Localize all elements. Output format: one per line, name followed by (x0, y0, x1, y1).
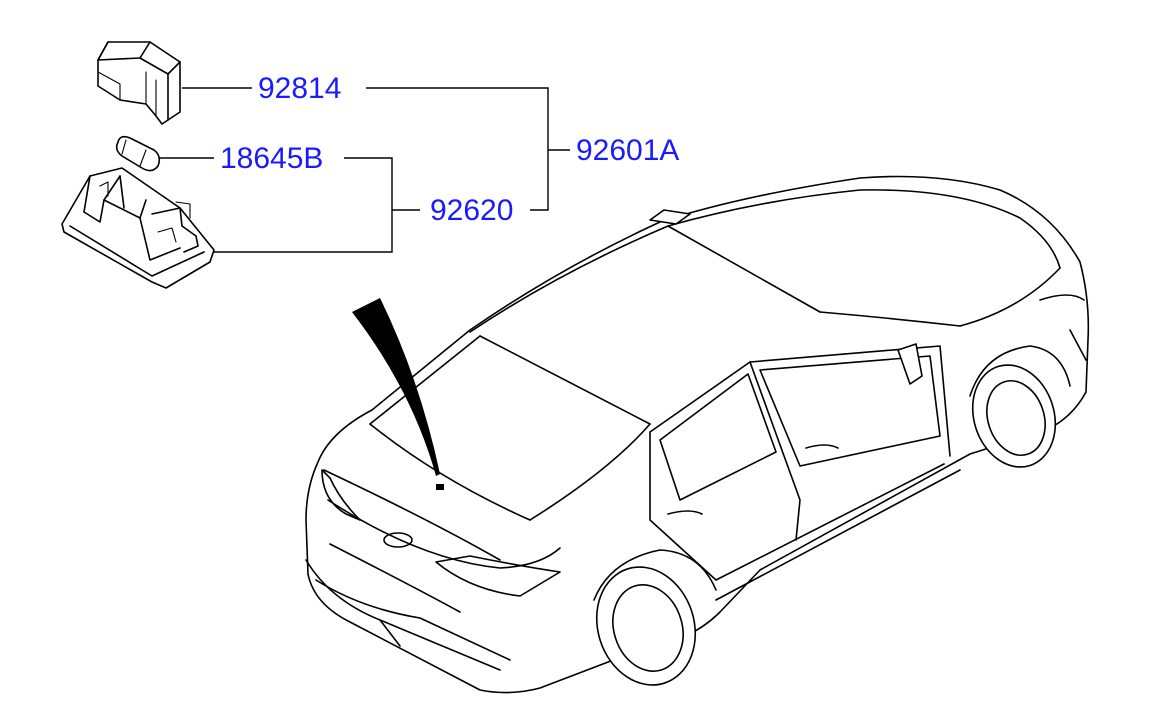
car-illustration (305, 175, 1090, 694)
lamp-housing-part-drawing (61, 167, 215, 289)
bulb-part-drawing (115, 135, 161, 172)
part-label-lamp-housing: 92620 (430, 194, 513, 227)
install-location-pointer (352, 298, 444, 490)
cover-part-drawing (97, 41, 181, 125)
part-label-bulb: 18645B (220, 142, 323, 175)
part-label-assembly: 92601A (576, 134, 679, 167)
leader-lines (160, 87, 570, 253)
lamp-mount-point-marker (436, 484, 444, 490)
part-label-cover: 92814 (258, 72, 341, 105)
